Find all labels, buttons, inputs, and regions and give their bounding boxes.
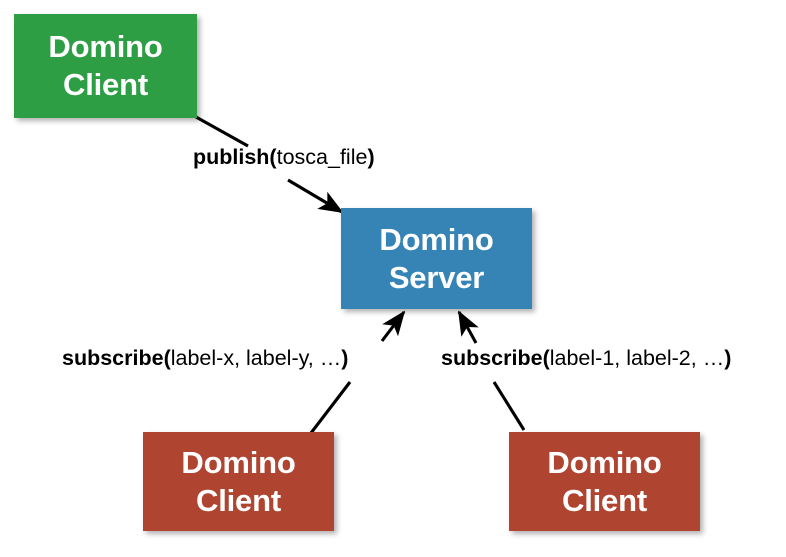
node-label-line2: Client [562, 482, 647, 518]
edge-label-subscribe-right: subscribe(label-1, label-2, …) [441, 346, 732, 370]
node-label-line1: Domino [48, 29, 163, 65]
node-label-line2: Client [196, 482, 281, 518]
edge-label-call: subscribe( [441, 346, 550, 370]
edge-label-args: label-1, label-2, … [549, 346, 725, 370]
edge-publish-segment-lower [287, 178, 344, 214]
edge-label-close: ) [724, 346, 732, 370]
node-domino-client-subscriber-left[interactable]: Domino Client [143, 432, 334, 531]
edge-subscribe-left-segment-upper [380, 310, 406, 342]
node-label-line1: Domino [379, 221, 494, 257]
edge-subscribe-right-segment-upper [457, 310, 479, 344]
edge-label-close: ) [341, 346, 349, 370]
edge-label-publish: publish(tosca_file) [193, 145, 375, 169]
node-label-line2: Client [63, 67, 148, 102]
edge-label-close: ) [367, 145, 375, 169]
edge-subscribe-right-segment-lower [492, 381, 526, 431]
node-label-line2: Server [388, 259, 485, 295]
edge-label-call: publish( [193, 145, 277, 169]
edge-label-args: tosca_file [276, 145, 368, 169]
edge-label-args: label-x, label-y, … [170, 346, 342, 370]
edge-label-call: subscribe( [62, 346, 171, 370]
edge-subscribe-left-segment-lower [309, 381, 352, 434]
node-label-line1: Domino [547, 444, 662, 480]
edge-publish-segment-upper [195, 115, 249, 148]
edge-label-subscribe-left: subscribe(label-x, label-y, …) [62, 346, 349, 370]
node-domino-client-subscriber-right[interactable]: Domino Client [509, 432, 700, 531]
node-domino-client-publisher[interactable]: Domino Client [14, 14, 197, 118]
node-domino-server[interactable]: Domino Server [341, 208, 532, 309]
node-label-line1: Domino [181, 444, 296, 480]
